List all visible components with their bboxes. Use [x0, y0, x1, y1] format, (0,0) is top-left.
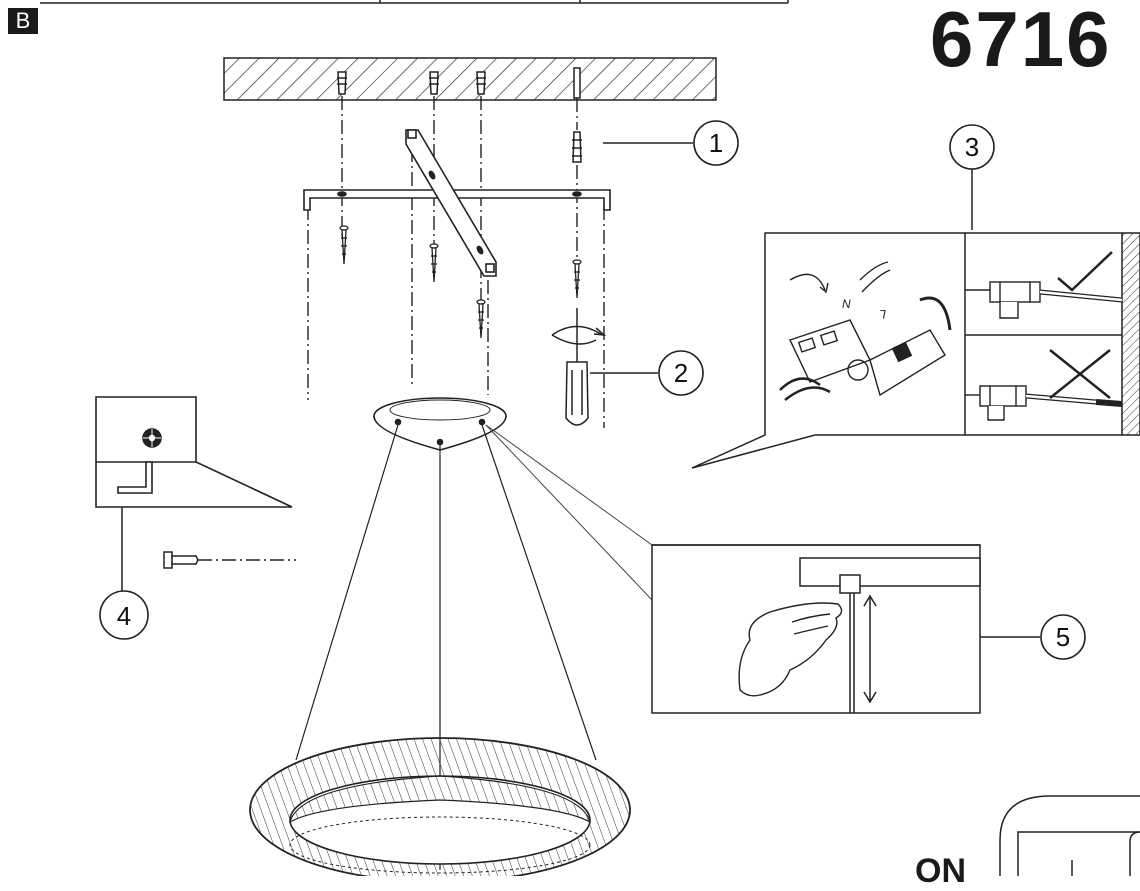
wall-plug [572, 131, 582, 163]
callout-3: 3 [949, 124, 995, 170]
model-number: 6716 [930, 0, 1112, 83]
callout-4: 4 [99, 590, 149, 640]
ceiling-hatched [223, 57, 717, 101]
screws [339, 225, 582, 339]
callout-1: 1 [693, 120, 739, 166]
mounting-bar [303, 189, 611, 211]
set-screw-icon [163, 551, 296, 569]
terminal-mark-n: N [842, 297, 851, 311]
section-tag: B [8, 8, 38, 34]
hand-icon [738, 602, 843, 697]
connector-correct [965, 281, 1123, 319]
zoom-lines-5 [485, 424, 653, 601]
callout-2: 2 [658, 350, 704, 396]
check-mark-icon [1057, 251, 1113, 292]
callout-5-number: 5 [1056, 622, 1070, 652]
diagonal-bar [405, 129, 497, 277]
callout-2-number: 2 [674, 358, 688, 388]
on-switch-fragment [999, 795, 1140, 876]
callout-4-number: 4 [117, 601, 131, 631]
canopy [373, 397, 507, 451]
canopy-lock-detail [95, 396, 293, 508]
callout-1-number: 1 [709, 128, 723, 158]
callout-leaders [121, 142, 1040, 638]
guide-lines [307, 96, 605, 428]
cross-mark-icon [1049, 349, 1111, 399]
callout-5: 5 [1040, 614, 1086, 660]
top-table-fragment [40, 0, 789, 4]
terminal-mark-l: L [879, 307, 886, 321]
screwdriver-icon [551, 308, 607, 426]
terminal-block-illustration: N L [779, 261, 952, 401]
connector-incorrect [965, 385, 1123, 421]
crystal-ring [249, 737, 631, 876]
callout-3-number: 3 [965, 132, 979, 162]
